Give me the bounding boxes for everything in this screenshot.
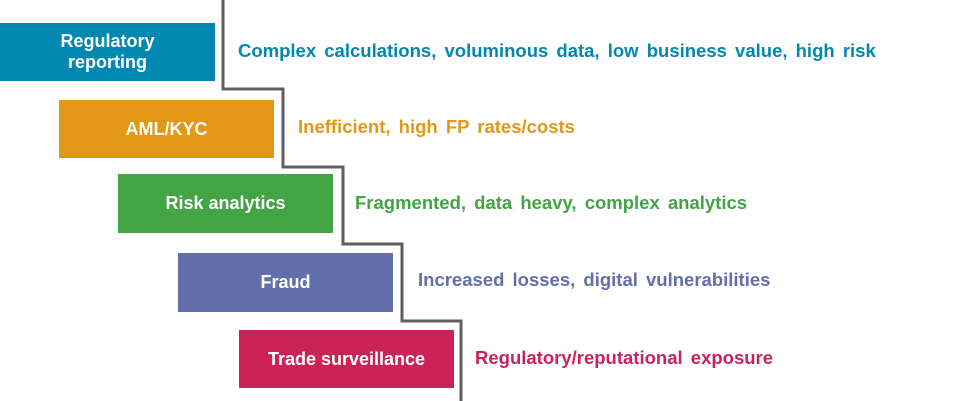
category-box-regulatory-reporting: Regulatory reporting: [0, 23, 215, 81]
description-aml-kyc: Inefficient, high FP rates/costs: [298, 116, 575, 137]
category-box-fraud: Fraud: [178, 253, 393, 312]
description-fraud: Increased losses, digital vulnerabilitie…: [418, 269, 771, 290]
category-box-risk-analytics: Risk analytics: [118, 174, 333, 233]
description-regulatory-reporting: Complex calculations, voluminous data, l…: [238, 40, 876, 61]
category-label: Trade surveillance: [267, 348, 426, 369]
category-box-trade-surveillance: Trade surveillance: [239, 330, 454, 388]
category-label: Regulatory reporting: [60, 31, 155, 72]
category-box-aml-kyc: AML/KYC: [59, 100, 274, 158]
description-risk-analytics: Fragmented, data heavy, complex analytic…: [355, 192, 748, 213]
description-trade-surveillance: Regulatory/reputational exposure: [475, 347, 774, 368]
category-label: Fraud: [260, 272, 311, 292]
category-label: Risk analytics: [165, 193, 286, 213]
category-label: AML/KYC: [125, 118, 208, 139]
